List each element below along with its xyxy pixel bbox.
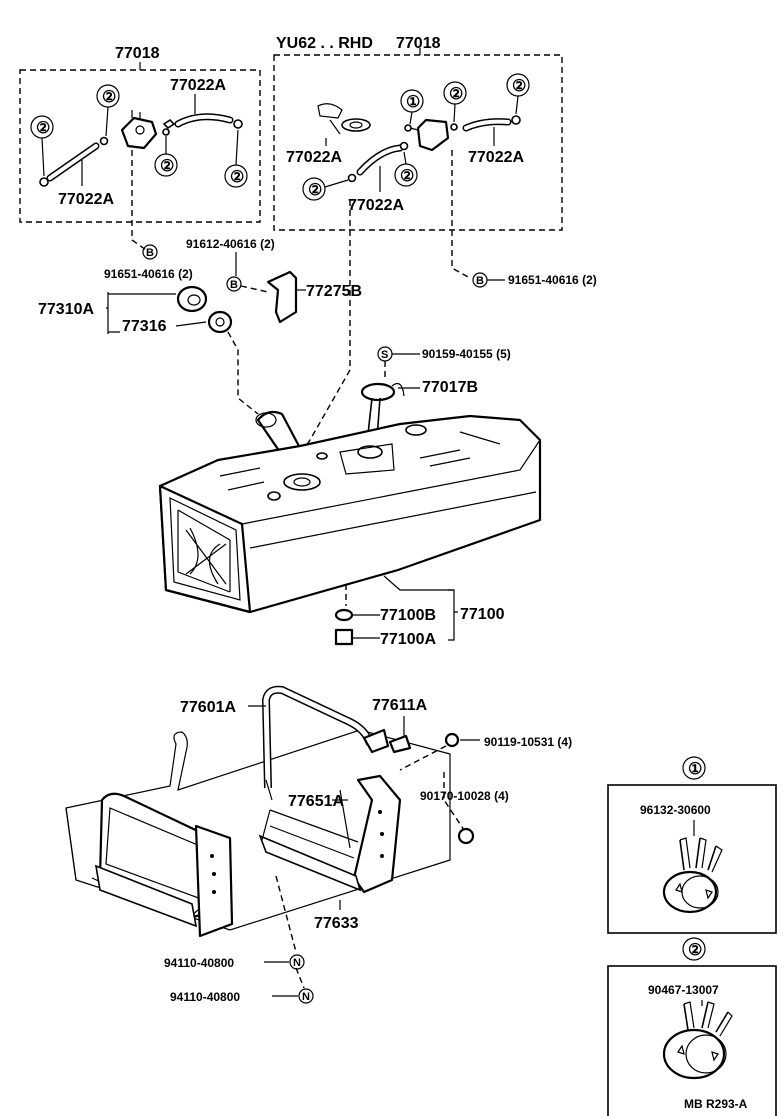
callout-1: ①	[406, 94, 420, 111]
inset-2-callout: ②	[688, 942, 702, 959]
callout-2: ②	[512, 78, 526, 95]
svg-text:N: N	[293, 957, 301, 969]
label-77275B: 77275B	[306, 283, 362, 300]
label-77022A: 77022A	[286, 149, 342, 166]
inset-clip-1: ① 96132-30600	[607, 756, 777, 934]
callout-2: ②	[400, 168, 414, 185]
group-77018-right: YU62 . . RHD 77018	[273, 35, 563, 231]
label-77310A: 77310A	[38, 301, 94, 318]
label-91612-40616: 91612-40616 (2)	[186, 237, 275, 251]
inset-clip-2: ② 90467-13007	[607, 937, 777, 1116]
svg-text:B: B	[230, 279, 238, 291]
nut-90119	[444, 732, 460, 748]
grommet	[176, 285, 208, 313]
fuel-tank	[158, 331, 542, 614]
right-group-callouts: ① ② ② ② ②	[302, 73, 530, 201]
bolt-n	[298, 988, 314, 1004]
group-left-code: 77018	[115, 45, 160, 62]
inset-1-callout: ①	[688, 761, 702, 778]
ring	[207, 310, 233, 334]
gasket-77100B	[334, 608, 354, 622]
callout-2: ②	[36, 120, 50, 137]
label-77100A: 77100A	[380, 631, 436, 648]
band-77601A	[262, 685, 390, 801]
label-94110-40800: 94110-40800	[164, 956, 234, 970]
label-94110-40800: 94110-40800	[170, 990, 240, 1004]
label-90159-40155: 90159-40155 (5)	[422, 347, 511, 361]
label-77601A: 77601A	[180, 699, 236, 716]
label-77022A: 77022A	[58, 191, 114, 208]
plug-77100A	[334, 628, 354, 646]
left-group-parts	[39, 94, 243, 187]
inset-2-part: 90467-13007	[648, 983, 719, 997]
bolt-b	[142, 244, 158, 260]
nut-90170	[457, 827, 475, 845]
callout-2: ②	[449, 86, 463, 103]
label-77022A: 77022A	[170, 77, 226, 94]
footer-ref: MB R293-A	[684, 1097, 748, 1111]
label-77022A: 77022A	[468, 149, 524, 166]
bolt-77611A	[388, 734, 412, 754]
label-77316: 77316	[122, 318, 167, 335]
group-77018-left: 77018	[19, 45, 261, 223]
bracket-77275B	[266, 270, 298, 324]
fuel-sender-gauge	[360, 382, 396, 402]
svg-text:N: N	[302, 991, 310, 1003]
label-77017B: 77017B	[422, 379, 478, 396]
label-77100: 77100	[460, 606, 505, 623]
svg-text:B: B	[146, 247, 154, 259]
label-90170-10028: 90170-10028 (4)	[420, 789, 509, 803]
label-77651A: 77651A	[288, 793, 344, 810]
label-77633: 77633	[314, 915, 359, 932]
label-91651-40616: 91651-40616 (2)	[508, 273, 597, 287]
right-group-parts	[317, 95, 521, 192]
label-77611A: 77611A	[372, 697, 428, 714]
group-right-variant: YU62 . . RHD	[276, 35, 373, 52]
label-91651-40616: 91651-40616 (2)	[104, 267, 193, 281]
inset-2-box	[607, 965, 777, 1116]
bolt-b	[226, 276, 242, 292]
label-90119-10531: 90119-10531 (4)	[484, 735, 572, 749]
svg-text:S: S	[381, 349, 388, 361]
callout-2: ②	[308, 182, 322, 199]
strap-left	[91, 792, 234, 938]
callout-2: ②	[160, 158, 174, 175]
bolt-n	[289, 954, 305, 970]
callout-2: ②	[102, 89, 116, 106]
callout-2: ②	[230, 169, 244, 186]
strap-right	[258, 774, 402, 894]
label-77100B: 77100B	[380, 607, 436, 624]
inset-1-box	[607, 784, 777, 934]
label-77022A: 77022A	[348, 197, 404, 214]
svg-text:B: B	[476, 275, 484, 287]
inset-1-part: 96132-30600	[640, 803, 711, 817]
group-right-code: 77018	[396, 35, 441, 52]
group-right-box	[273, 54, 563, 231]
